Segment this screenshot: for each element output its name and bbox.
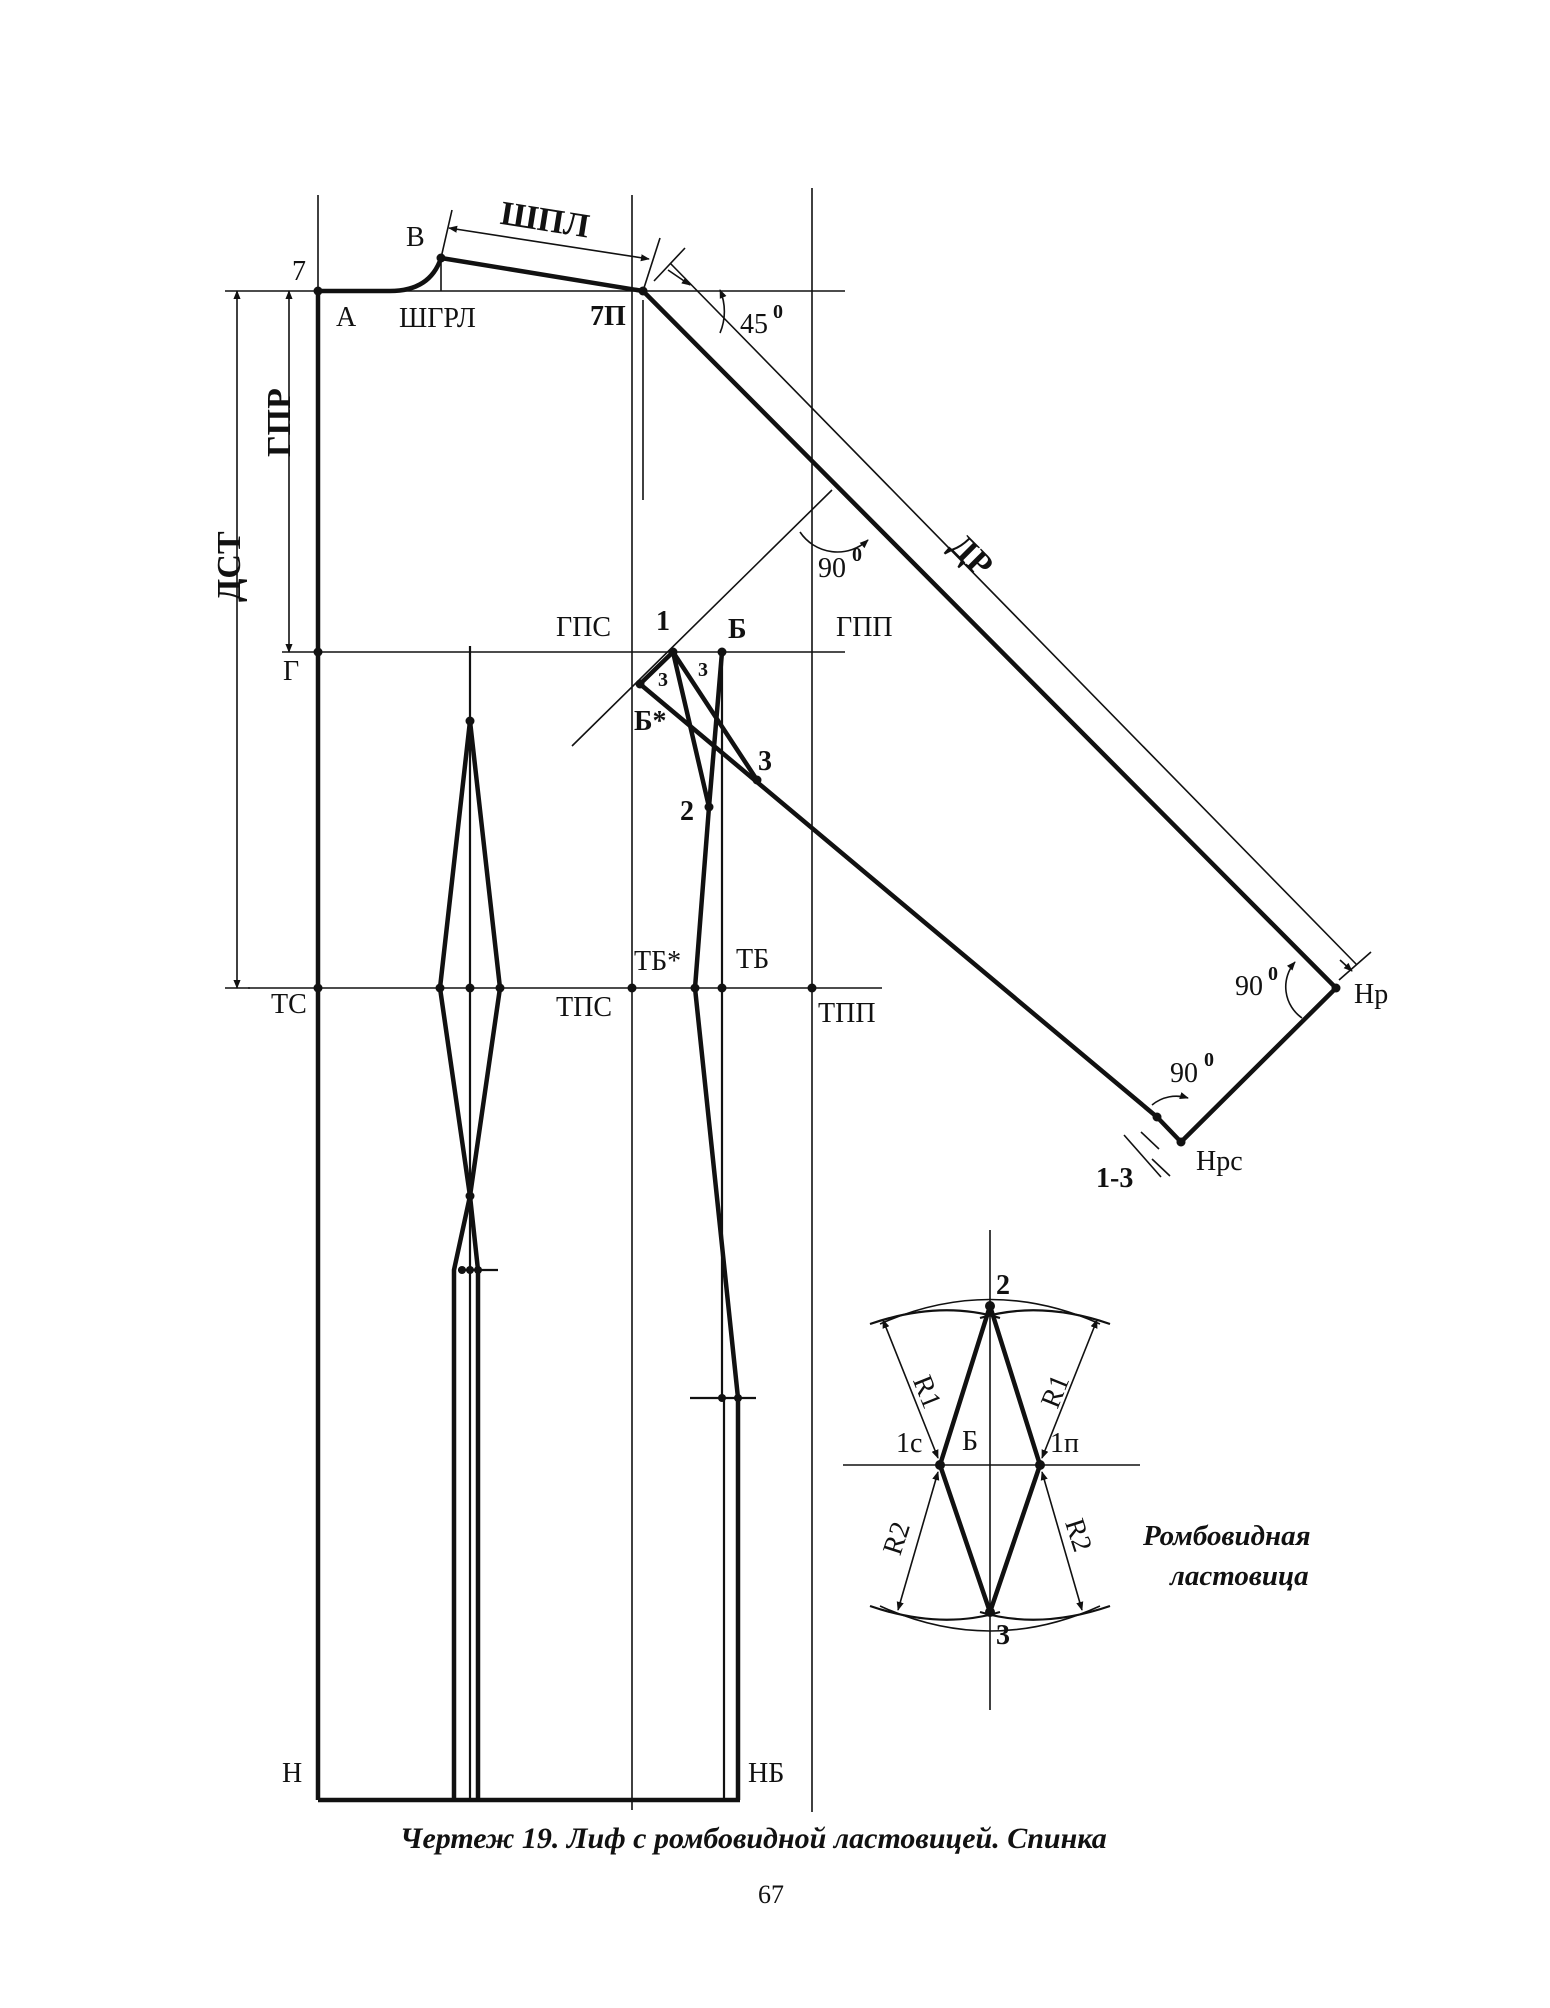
- gusset-label-right: 1п: [1050, 1428, 1079, 1459]
- label-tb: ТБ: [736, 944, 769, 975]
- label-90-c-deg: 0: [1204, 1049, 1214, 1071]
- label-2: 2: [680, 796, 694, 827]
- label-tps: ТПС: [556, 992, 612, 1023]
- label-tpp: ТПП: [818, 998, 876, 1029]
- gusset-label-center: Б: [962, 1426, 978, 1457]
- label-7p: 7П: [590, 301, 626, 332]
- label-90-a: 90: [818, 553, 846, 584]
- label-dst: ДСТ: [211, 531, 248, 602]
- gusset-label-left: 1с: [896, 1428, 922, 1459]
- label-3-b: 3: [698, 659, 708, 681]
- diamond-gusset-diagram: 2 3 1с Б 1п R1 R1 R2 R2 Ромбовидная ласт…: [843, 1230, 1311, 1710]
- label-dr: ДР: [943, 527, 1000, 584]
- gusset-label-top: 2: [996, 1270, 1010, 1301]
- label-1-3: 1-3: [1096, 1163, 1133, 1194]
- label-gpp: ГПП: [836, 612, 893, 643]
- label-90-b-deg: 0: [1268, 963, 1278, 985]
- label-g: Г: [283, 656, 299, 687]
- label-7: 7: [292, 256, 306, 287]
- label-tb-star: ТБ*: [634, 946, 681, 977]
- label-3-c: 3: [758, 746, 772, 777]
- label-1: 1: [656, 606, 670, 637]
- label-gpr: ГПР: [261, 388, 298, 457]
- label-90-a-deg: 0: [852, 544, 862, 566]
- label-3-a: 3: [658, 669, 668, 691]
- construction-points: [313, 253, 1341, 1402]
- label-gps: ГПС: [556, 612, 611, 643]
- page-number: 67: [758, 1880, 784, 1909]
- label-b: Б: [728, 614, 747, 645]
- label-b-star: Б*: [634, 706, 667, 737]
- gusset-title-line2: ластовица: [1169, 1560, 1309, 1592]
- label-90-b: 90: [1235, 971, 1263, 1002]
- label-a: А: [336, 302, 357, 333]
- label-n: Н: [282, 1758, 302, 1789]
- gusset-label-r1-right: R1: [1035, 1371, 1076, 1413]
- gusset-label-bottom: 3: [996, 1620, 1010, 1651]
- gusset-title-line1: Ромбовидная: [1142, 1520, 1311, 1552]
- label-90-c: 90: [1170, 1058, 1198, 1089]
- label-shgrl: ШГРЛ: [399, 303, 476, 334]
- label-nb: НБ: [748, 1758, 784, 1789]
- label-nps: Нрс: [1196, 1146, 1243, 1177]
- figure-caption: Чертеж 19. Лиф с ромбовидной ластовицей.…: [400, 1822, 1107, 1855]
- label-45-deg: 0: [773, 301, 783, 323]
- label-v: В: [406, 222, 425, 253]
- gusset-label-r1-left: R1: [906, 1371, 947, 1413]
- label-ts: ТС: [271, 989, 307, 1020]
- label-np: Нр: [1354, 979, 1388, 1010]
- label-45: 45: [740, 309, 768, 340]
- gusset-label-r2-left: R2: [877, 1518, 917, 1559]
- point-labels: 7 А В ШГРЛ ШПЛ 7П 45 0 ГПР ДСТ ДР 90 0 Г…: [211, 195, 1388, 1789]
